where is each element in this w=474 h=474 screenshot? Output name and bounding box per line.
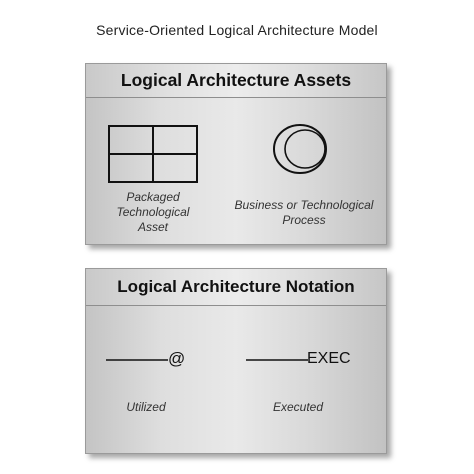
packaged-asset-label: Packaged Technological Asset <box>98 190 208 235</box>
four-cell-grid-icon <box>108 125 198 183</box>
utilized-label: Utilized <box>126 400 166 414</box>
notation-panel: Logical Architecture Notation @ Utilized… <box>85 268 387 454</box>
label-line: Asset <box>137 220 168 234</box>
page-title: Service-Oriented Logical Architecture Mo… <box>96 22 378 38</box>
label-line: Process <box>282 213 326 227</box>
utilized-symbol: @ <box>168 349 186 368</box>
label-line: Packaged <box>126 190 180 204</box>
process-label: Business or Technological Process <box>224 198 384 228</box>
line-with-exec-icon <box>246 359 308 361</box>
label-line: Technological <box>116 205 190 219</box>
executed-label: Executed <box>272 400 324 414</box>
line-with-at-icon <box>106 359 168 361</box>
assets-panel-header: Logical Architecture Assets <box>86 64 386 98</box>
label-line: Business or Technological <box>234 198 374 212</box>
notation-panel-header: Logical Architecture Notation <box>86 269 386 306</box>
crescent-circle-icon <box>273 124 327 174</box>
executed-symbol: EXEC <box>307 350 351 367</box>
assets-panel: Logical Architecture Assets Packaged Tec… <box>85 63 387 245</box>
